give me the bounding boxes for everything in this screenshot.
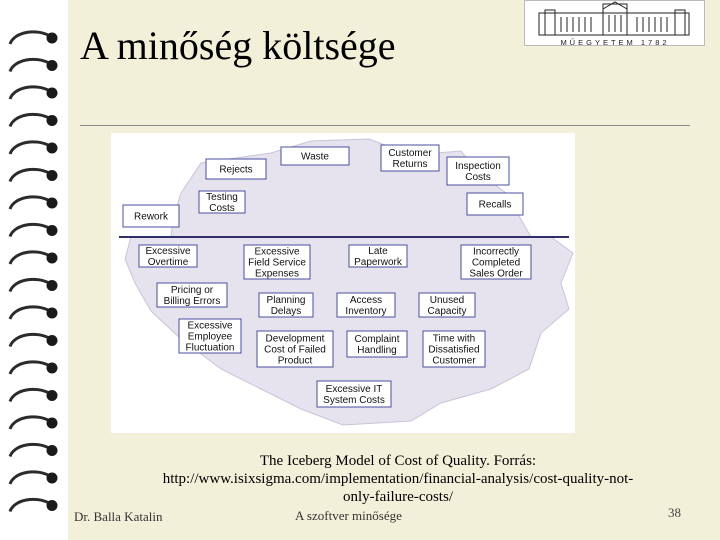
building-logo-icon: MŰEGYETEM 1782	[538, 1, 690, 47]
cost-box-label: Field Service	[248, 258, 306, 269]
binder-ring-icon	[8, 30, 58, 45]
logo-text: MŰEGYETEM 1782	[560, 38, 669, 47]
cost-box-label: Recalls	[479, 200, 512, 211]
cost-box-label: Planning	[267, 295, 306, 306]
cost-box-label: Billing Errors	[164, 296, 221, 307]
cost-box-label: Capacity	[428, 306, 467, 317]
cost-box-label: Returns	[392, 159, 427, 170]
cost-box-label: Excessive IT	[326, 384, 383, 395]
cost-box-recalls: Recalls	[466, 192, 524, 216]
cost-box-label: Excessive	[254, 247, 299, 258]
footer-author: Dr. Balla Katalin	[74, 509, 163, 524]
cost-box-label: System Costs	[323, 395, 385, 406]
cost-box-label: Development	[266, 334, 325, 345]
figure-caption: The Iceberg Model of Cost of Quality. Fo…	[118, 452, 678, 506]
binder-ring-icon	[8, 332, 58, 348]
cost-box-label: Employee	[188, 332, 233, 343]
binder-ring-icon	[8, 167, 58, 183]
cost-box-label: Customer	[388, 148, 432, 159]
binder-ring-icon	[8, 140, 58, 155]
cost-box-label: Time with	[433, 334, 475, 345]
cost-box-label: Testing	[206, 192, 238, 203]
footer-subject: A szoftver minősége	[295, 508, 402, 523]
binder-ring-icon	[8, 470, 58, 485]
university-logo: MŰEGYETEM 1782	[524, 0, 705, 47]
cost-box-label: Expenses	[255, 269, 299, 280]
binder-ring-icon	[8, 305, 58, 320]
cost-box-label: Late	[368, 246, 388, 257]
cost-box-label: Excessive	[145, 246, 190, 257]
binder-rings	[8, 30, 58, 513]
binder-ring-icon	[8, 415, 58, 430]
iceberg-tip	[170, 138, 532, 238]
cost-box-label: Rework	[134, 212, 169, 223]
caption-line: http://www.isixsigma.com/implementation/…	[162, 471, 634, 487]
cost-box-label: Waste	[301, 152, 329, 163]
cost-box-label: Product	[278, 356, 313, 367]
cost-box-label: Handling	[357, 345, 396, 356]
cost-box-label: Incorrectly	[473, 247, 519, 258]
title-divider	[80, 125, 690, 126]
cost-box-label: Delays	[271, 306, 302, 317]
cost-box-label: Costs	[465, 172, 491, 183]
binder-ring-icon	[8, 497, 58, 513]
cost-box-rejects: Rejects	[205, 158, 267, 180]
cost-box-label: Complaint	[354, 334, 399, 345]
cost-box-label: Overtime	[148, 257, 189, 268]
cost-box-label: Dissatisfied	[428, 345, 479, 356]
binder-ring-icon	[8, 222, 58, 238]
cost-box-label: Cost of Failed	[264, 345, 326, 356]
cost-box-label: Completed	[472, 258, 520, 269]
cost-box-label: Sales Order	[469, 269, 523, 280]
caption-line: only-failure-costs/	[343, 489, 453, 505]
cost-box-label: Inventory	[345, 306, 386, 317]
cost-box-rework: Rework	[122, 204, 180, 228]
cost-box-label: Costs	[209, 203, 235, 214]
cost-box-label: Inspection	[455, 161, 501, 172]
binder-ring-icon	[8, 195, 58, 210]
page-number: 38	[668, 505, 681, 520]
binder-ring-icon	[8, 442, 58, 458]
cost-box-label: Customer	[432, 356, 476, 367]
slide-title: A minőség költsége	[80, 23, 396, 68]
binder-ring-icon	[8, 250, 58, 265]
binder-ring-icon	[8, 277, 58, 293]
binder-ring-icon	[8, 387, 58, 403]
cost-box-label: Access	[350, 295, 382, 306]
binder-ring-icon	[8, 112, 58, 128]
cost-box-label: Paperwork	[354, 257, 403, 268]
binder-ring-icon	[8, 57, 58, 73]
caption-line: The Iceberg Model of Cost of Quality. Fo…	[259, 453, 537, 469]
binder-ring-icon	[8, 360, 58, 375]
cost-box-waste: Waste	[280, 146, 350, 166]
cost-box-label: Unused	[430, 295, 464, 306]
cost-box-label: Pricing or	[171, 285, 214, 296]
cost-box-label: Excessive	[187, 321, 232, 332]
cost-box-label: Fluctuation	[186, 343, 235, 354]
binder-ring-icon	[8, 85, 58, 100]
binder-strip	[0, 0, 68, 540]
cost-box-label: Rejects	[219, 165, 252, 176]
